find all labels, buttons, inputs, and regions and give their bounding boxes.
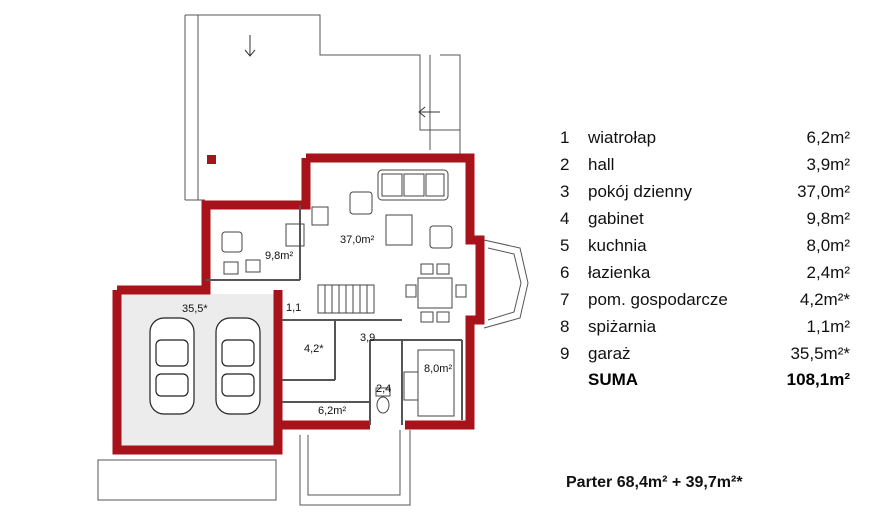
- legend-row: 5 kuchnia 8,0m²: [560, 236, 850, 263]
- legend-row-name: wiatrołap: [588, 128, 657, 147]
- column-marker: [207, 155, 216, 164]
- room-label-vestibule: 1,1: [286, 302, 301, 314]
- room-area-legend: 1 wiatrołap 6,2m² 2 hall 3,9m² 3 pokój d…: [560, 128, 850, 371]
- legend-row-name: pokój dzienny: [588, 182, 692, 201]
- legend-row: 9 garaż 35,5m²*: [560, 344, 850, 371]
- legend-row-number: 3: [560, 182, 570, 201]
- legend-row-area: 3,9m²: [806, 155, 850, 174]
- walls: [112, 153, 485, 455]
- legend-row-area: 9,8m²: [806, 209, 850, 228]
- car-icon: [149, 317, 195, 415]
- legend-row-area: 2,4m²: [806, 263, 850, 282]
- room-label-office: 9,8m²: [265, 250, 293, 262]
- legend-row-area: 8,0m²: [806, 236, 850, 255]
- room-label-hall: 3,9: [360, 332, 375, 344]
- legend-row-name: pom. gospodarcze: [588, 290, 728, 309]
- legend-row-area: 6,2m²: [806, 128, 850, 147]
- legend-total-area: 108,1m²: [786, 370, 850, 389]
- floor-plan: 37,0m² 9,8m² 35,5* 1,1 4,2* 3,9 8,0m² 2,…: [97, 14, 529, 506]
- floor-area-summary: Parter 68,4m² + 39,7m²*: [566, 474, 743, 491]
- arrow-icon: [244, 35, 440, 118]
- legend-row-number: 2: [560, 155, 570, 174]
- legend-total-name: SUMA: [588, 370, 639, 389]
- legend-row-number: 8: [560, 317, 570, 336]
- room-label-bathroom: 2,4: [376, 383, 391, 395]
- entrance-steps: [97, 430, 411, 506]
- legend-row: 8 spiżarnia 1,1m²: [560, 317, 850, 344]
- legend-row-number: 9: [560, 344, 570, 363]
- legend-row-area: 37,0m²: [797, 182, 850, 201]
- legend-row-number: 4: [560, 209, 570, 228]
- terrace-outline: [184, 14, 461, 201]
- room-label-living: 37,0m²: [340, 234, 375, 246]
- legend-total-row: SUMA 108,1m²: [560, 370, 850, 397]
- legend-row: 6 łazienka 2,4m²: [560, 263, 850, 290]
- legend-row-name: garaż: [588, 344, 631, 363]
- legend-row-number: 7: [560, 290, 570, 309]
- legend-row-area: 4,2m²*: [799, 290, 850, 309]
- room-label-kitchen: 8,0m²: [424, 363, 452, 375]
- legend-row: 4 gabinet 9,8m²: [560, 209, 850, 236]
- room-label-utility: 4,2*: [304, 343, 324, 355]
- legend-row-number: 6: [560, 263, 570, 282]
- car-icon: [215, 317, 261, 415]
- legend-row: 3 pokój dzienny 37,0m²: [560, 182, 850, 209]
- legend-row-area: 35,5m²*: [790, 344, 850, 363]
- legend-row: 7 pom. gospodarcze 4,2m²*: [560, 290, 850, 317]
- room-label-garage: 35,5*: [182, 303, 208, 315]
- bay-window: [483, 239, 529, 329]
- interior-walls: [206, 205, 463, 425]
- legend-row-area: 1,1m²: [806, 317, 850, 336]
- legend-row-name: łazienka: [588, 263, 651, 282]
- legend-row-number: 1: [560, 128, 570, 147]
- legend-row-name: kuchnia: [588, 236, 647, 255]
- legend-row-name: spiżarnia: [588, 317, 657, 336]
- legend-row-name: gabinet: [588, 209, 644, 228]
- legend-row-name: hall: [588, 155, 615, 174]
- furniture: [221, 169, 467, 417]
- legend-row-number: 5: [560, 236, 570, 255]
- legend-row: 2 hall 3,9m²: [560, 155, 850, 182]
- room-label-entry: 6,2m²: [318, 405, 346, 417]
- legend-row: 1 wiatrołap 6,2m²: [560, 128, 850, 155]
